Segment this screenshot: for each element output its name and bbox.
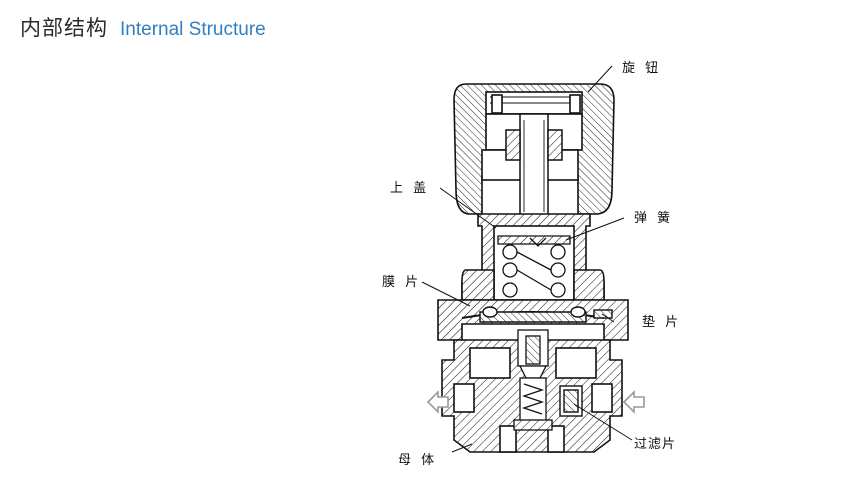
outlet-arrow-icon — [426, 390, 449, 414]
callout-leaders — [421, 65, 633, 453]
page-title-en: Internal Structure — [120, 19, 266, 40]
label-filter: 过滤片 — [634, 437, 676, 452]
page-heading: 内部结构 Internal Structure — [20, 12, 266, 44]
diaphragm — [461, 306, 605, 323]
filter — [559, 385, 583, 417]
label-spring: 弹 簧 — [634, 210, 673, 226]
inlet-arrow-icon — [622, 390, 645, 414]
label-gasket: 垫 片 — [642, 314, 681, 330]
spring — [497, 235, 571, 298]
label-upper-cover: 上 盖 — [390, 181, 429, 196]
valve-poppet — [513, 329, 553, 431]
label-diaphragm: 膜 片 — [382, 275, 421, 290]
page-title-cn: 内部结构 — [20, 16, 108, 40]
gasket — [593, 309, 613, 319]
label-knob: 旋 钮 — [622, 61, 661, 76]
label-body: 母 体 — [398, 453, 437, 468]
